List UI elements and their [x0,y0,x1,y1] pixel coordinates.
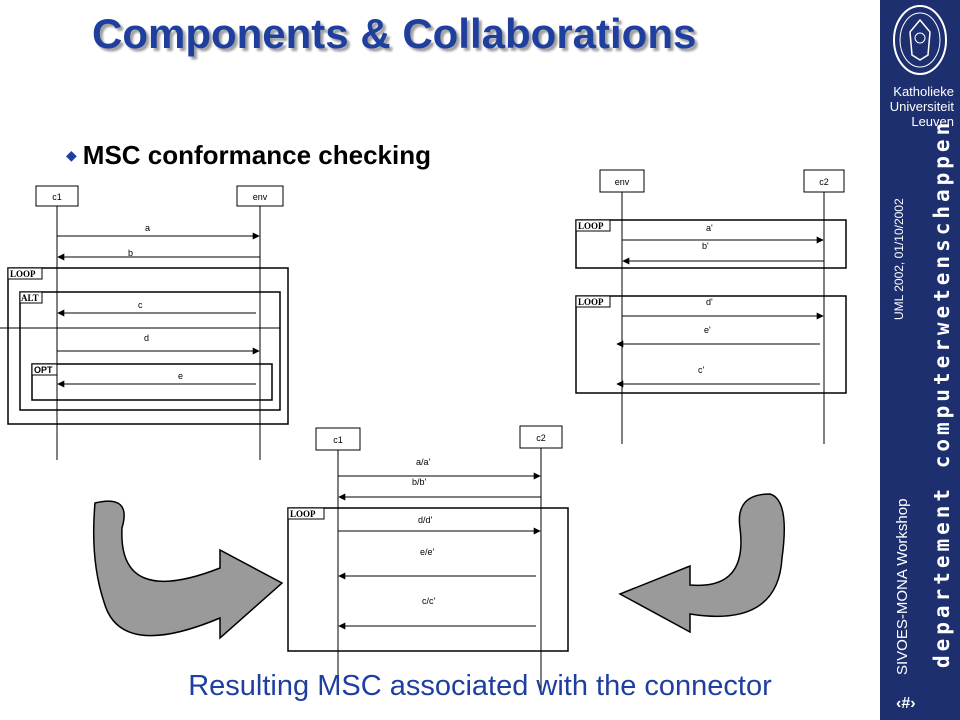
sidebar: Katholieke Universiteit Leuven UML 2002,… [880,0,960,720]
alt-frame [19,291,281,411]
frame-label: LOOP [290,509,316,519]
frame-label: OPT [34,365,53,375]
bullet-item: ◆ MSC conformance checking [66,140,431,171]
frame-tag [287,507,325,520]
lifeline-label: c1 [333,435,343,445]
message-label: d/d' [418,515,433,525]
message-label: e [178,371,183,381]
diamond-bullet-icon: ◆ [66,147,77,163]
message-label: d' [706,297,713,307]
message-label: b/b' [412,477,427,487]
department-label: departement computerwetenschappen [930,118,954,668]
university-name-line: Leuven [911,114,954,129]
frame-tag [575,295,611,308]
message-label: c/c' [422,596,436,606]
loop-frame [7,267,289,425]
frame-label: ALT [21,293,39,303]
result-msc: c1 c2 a/a' b/b' LOOP d/d' e/e' c/c' [287,425,569,695]
lifeline-label: c2 [536,433,546,443]
lifeline-label: env [253,192,268,202]
page-number: ‹#› [896,695,916,712]
university-seal-icon [893,5,947,75]
frame-label: LOOP [578,297,604,307]
message-label: b [128,248,133,258]
msc-diagrams: c1 env a b LOOP ALT c d OPT e env c2 [0,169,847,695]
caption: Resulting MSC associated with the connec… [188,670,772,702]
frame-tag [31,363,58,376]
loop-frame [575,295,847,394]
opt-frame [31,363,273,401]
conference-label: UML 2002, 01/10/2002 [892,198,906,320]
lifeline-label: env [615,177,630,187]
slide: Components & Collaborations ◆ MSC confor… [66,10,697,171]
workshop-label: SIVOES-MONA Workshop [894,498,911,675]
frame-label: LOOP [578,221,604,231]
lifeline-label: c2 [819,177,829,187]
frame-tag [575,219,611,232]
bullet-text: MSC conformance checking [82,140,431,170]
lifeline-label: c1 [52,192,62,202]
right-curved-arrow-icon [618,493,785,634]
message-label: d [144,333,149,343]
message-label: e/e' [420,547,435,557]
loop-frame [287,507,569,652]
message-label: e' [704,325,711,335]
message-label: b' [702,241,709,251]
message-label: c [138,300,143,310]
frame-tag [7,267,43,280]
message-label: c' [698,365,705,375]
slide-title: Components & Collaborations [92,10,697,57]
university-name-line: Universiteit [889,99,954,114]
frame-label: LOOP [10,269,36,279]
message-label: a' [706,223,713,233]
frame-tag [19,291,43,304]
left-curved-arrow-icon [92,500,284,640]
left-msc: c1 env a b LOOP ALT c d OPT e [0,185,289,460]
message-label: a/a' [416,457,431,467]
loop-frame [575,219,847,269]
university-name-line: Katholieke [893,84,954,99]
right-msc: env c2 LOOP a' b' LOOP d' e' c' [575,169,847,444]
message-label: a [145,223,150,233]
